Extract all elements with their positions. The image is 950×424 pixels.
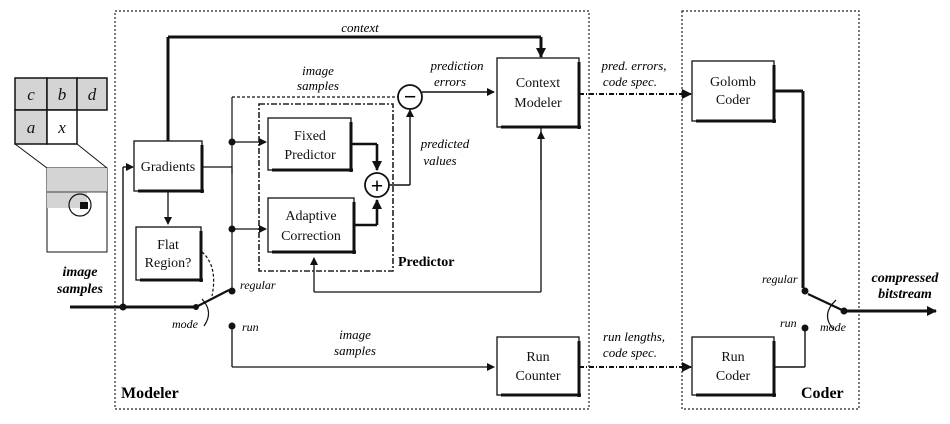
- image-thumbnail: [46, 167, 108, 253]
- fixed-predictor-block: [267, 117, 352, 171]
- coder-region: [681, 10, 860, 410]
- run-coder-label-1: Run: [721, 350, 744, 365]
- subtractor-circle: [397, 84, 423, 110]
- golomb-coder-label-2: Coder: [716, 93, 751, 108]
- mode-control-dashed: [201, 251, 215, 297]
- gradients-block: [133, 140, 203, 192]
- samples-label-bottom: samples: [334, 343, 376, 358]
- run-counter-block: [496, 336, 580, 396]
- run-coder-block: [691, 336, 775, 396]
- run-lengths-label: run lengths,: [603, 329, 665, 344]
- samples-label-top: samples: [297, 78, 339, 93]
- run-label-left: run: [242, 320, 259, 334]
- modeler-label: Modeler: [121, 385, 179, 402]
- bitstream-label: bitstream: [878, 287, 932, 302]
- run-counter-label-1: Run: [526, 350, 549, 365]
- coder-label: Coder: [801, 385, 844, 402]
- flat-region-label-2: Region?: [145, 256, 192, 271]
- mode-switch-left: [195, 289, 230, 308]
- cell-a: a: [27, 118, 36, 137]
- regular-label-right: regular: [762, 272, 798, 286]
- prediction-label: prediction: [430, 58, 484, 73]
- mode-switch-right: [807, 293, 843, 311]
- mode-label-right: mode: [820, 320, 847, 334]
- context-modeler-label-1: Context: [516, 76, 560, 91]
- predictor-label: Predictor: [398, 255, 455, 270]
- cell-b: b: [58, 85, 67, 104]
- input-samples-label: samples: [56, 282, 103, 297]
- code-spec-label-top: code spec.: [603, 74, 657, 89]
- context-modeler-label-2: Modeler: [514, 96, 562, 111]
- compressed-label: compressed: [872, 271, 940, 286]
- values-label: values: [423, 153, 456, 168]
- modeler-region: [114, 10, 590, 410]
- fixed-predictor-label-2: Predictor: [284, 148, 336, 163]
- code-spec-label-bottom: code spec.: [603, 345, 657, 360]
- adaptive-correction-label-2: Correction: [281, 229, 341, 244]
- adaptive-correction-block: [267, 197, 355, 253]
- plus-symbol: +: [371, 173, 384, 198]
- cell-c: c: [27, 85, 35, 104]
- image-label-bottom: image: [339, 327, 371, 342]
- predictor-region: [258, 103, 394, 272]
- run-counter-label-2: Counter: [515, 369, 560, 384]
- input-image-label: image: [63, 265, 98, 280]
- cell-x: x: [57, 118, 66, 137]
- golomb-coder-block: [691, 60, 775, 122]
- cell-d: d: [88, 85, 97, 104]
- adaptive-correction-label-1: Adaptive: [285, 209, 336, 224]
- pixel-neighborhood: c b d a x: [14, 77, 108, 169]
- context-label: context: [341, 20, 379, 35]
- pred-errors-label: pred. errors,: [600, 58, 666, 73]
- predicted-label: predicted: [420, 136, 470, 151]
- gradients-label: Gradients: [141, 160, 195, 175]
- errors-label: errors: [434, 74, 466, 89]
- flat-region-block: [135, 226, 202, 281]
- golomb-coder-label-1: Golomb: [710, 75, 756, 90]
- flat-region-label-1: Flat: [157, 238, 179, 253]
- regular-label-left: regular: [240, 278, 276, 292]
- run-coder-label-2: Coder: [716, 369, 751, 384]
- context-modeler-block: [496, 57, 580, 128]
- minus-symbol: −: [404, 84, 417, 109]
- run-label-right: run: [780, 316, 797, 330]
- fixed-predictor-label-1: Fixed: [294, 129, 326, 144]
- image-label-top: image: [302, 63, 334, 78]
- mode-label-left: mode: [172, 317, 199, 331]
